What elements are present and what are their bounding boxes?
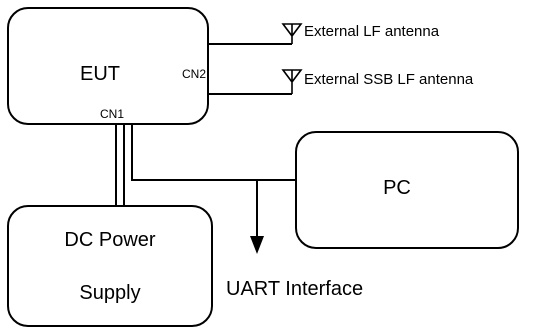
lf-antenna-icon	[281, 23, 303, 44]
uart-interface-label: UART Interface	[226, 278, 363, 300]
lf-antenna	[281, 23, 303, 44]
ssb-lf-antenna	[281, 69, 303, 94]
cn1-label: CN1	[100, 107, 124, 121]
lf-antenna-label: External LF antenna	[304, 23, 440, 40]
pc-label: PC	[383, 177, 411, 199]
uart-interface-arrow	[250, 236, 264, 254]
pc-block	[295, 131, 519, 249]
cable-eut-to-pc	[131, 124, 296, 181]
dc-power-supply-block	[7, 205, 213, 327]
ssb-lf-antenna-label: External SSB LF antenna	[304, 71, 474, 88]
dc-power-label-line1: DC Power	[64, 229, 155, 251]
cn2-label: CN2	[182, 67, 206, 81]
wiring	[115, 43, 296, 254]
eut-block	[7, 7, 209, 125]
dc-power-label-line2: Supply	[79, 282, 140, 304]
eut-label: EUT	[80, 63, 120, 85]
ssb-lf-antenna-icon	[281, 69, 303, 94]
